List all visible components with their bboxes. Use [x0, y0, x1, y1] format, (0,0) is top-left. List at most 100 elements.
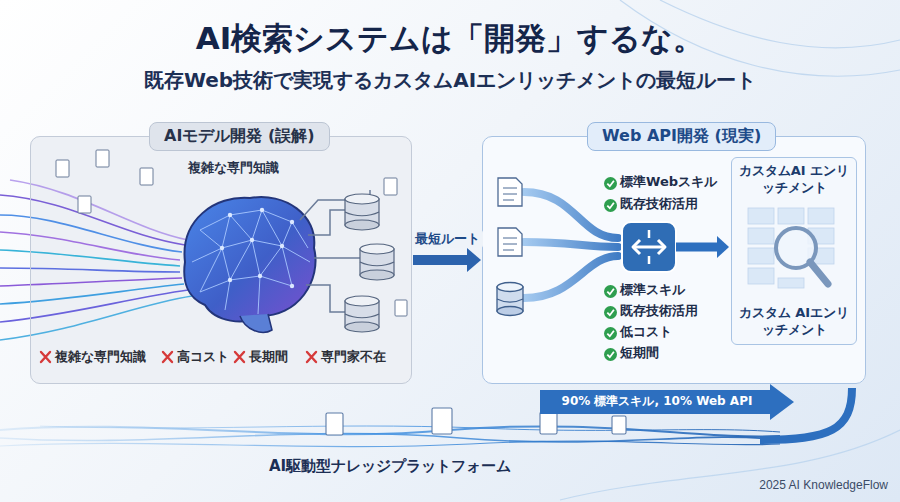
document-icons: [498, 178, 522, 256]
check-mark: [604, 285, 617, 298]
wire-bundle: [0, 232, 180, 260]
database-icons: [345, 314, 379, 318]
data-stream: [0, 426, 780, 436]
check-mark: [607, 289, 614, 294]
check-mark: [607, 352, 614, 357]
brain-illustration: [230, 215, 252, 280]
document-icons: [326, 413, 343, 435]
panel-heading: Web API開発 (現実): [587, 122, 776, 151]
document-icons: [96, 150, 109, 167]
check-mark: [604, 177, 617, 361]
panel-heading: AIモデル開発 (誤解): [149, 122, 330, 151]
database-icons: [345, 296, 379, 332]
check-mark: [604, 177, 617, 190]
wire-bundle: [0, 284, 184, 304]
cross-mark: [307, 352, 316, 362]
data-stream: [0, 441, 780, 446]
database-icons: [345, 296, 379, 306]
gateway-icon: [622, 222, 676, 272]
database-icons: [360, 262, 394, 266]
database-icons: [345, 194, 394, 332]
edge-label: 最短ルート: [412, 230, 483, 248]
document-icons: [56, 150, 153, 213]
panel-fill: [482, 136, 866, 384]
brain-illustration: [184, 197, 315, 332]
document-icons: [140, 168, 153, 185]
wire-bundle: [10, 180, 188, 240]
document-icons: [432, 408, 452, 434]
brain-illustration: [290, 284, 294, 288]
check-mark: [604, 348, 617, 361]
database-icon: [497, 307, 523, 316]
wire-bundle: [0, 290, 188, 322]
block-arrow: [540, 384, 794, 420]
brain-illustration: [260, 210, 282, 276]
flow-arrow: [717, 236, 729, 258]
document-icons: [384, 178, 397, 195]
brain-illustration: [200, 276, 292, 292]
document-icons: [498, 178, 522, 206]
brain-illustration: [250, 238, 254, 242]
gateway-icon: [633, 246, 665, 249]
brain-illustration: [200, 210, 308, 248]
database-icons: [360, 244, 394, 254]
check-mark: [604, 199, 617, 212]
document-icons: [540, 412, 557, 434]
document-icons: [78, 196, 91, 213]
document-icons: [384, 178, 407, 316]
brain-illustration: [282, 222, 292, 286]
brain-illustration: [220, 208, 294, 288]
check-mark: [604, 177, 617, 190]
brain-illustration: [192, 240, 310, 262]
check-mark: [604, 306, 617, 319]
check-mark: [604, 306, 617, 319]
card-heading: カスタムAI エンリッチメント: [736, 163, 852, 197]
check-mark: [604, 348, 617, 361]
data-stream: [0, 426, 780, 447]
drawback-item: 専門家不在: [321, 349, 386, 365]
brain-illustration: [228, 213, 232, 217]
flow-bands: [524, 256, 618, 298]
check-mark: [607, 181, 614, 186]
flow-bands: [524, 242, 618, 247]
arrow-label: 90% 標準スキル, 10% Web API: [544, 394, 770, 408]
check-mark: [604, 327, 617, 340]
check-mark: [604, 327, 617, 340]
brain-illustration: [290, 220, 294, 224]
watermark: 2025 AI KnowledgeFlow: [759, 478, 888, 492]
brain-illustration: [192, 210, 310, 314]
brain-illustration: [184, 197, 315, 321]
gateway-icon: [622, 222, 676, 272]
benefit-item: 既存技術活用: [620, 303, 698, 319]
arrow-head: [467, 248, 481, 272]
database-icons: [345, 220, 379, 230]
flow-bands: [524, 192, 618, 238]
connector-line: [413, 255, 469, 265]
brain-illustration: [240, 314, 272, 332]
benefit-item: 標準Webスキル: [620, 174, 717, 190]
data-stream: [40, 426, 780, 432]
benefit-item: 既存技術活用: [620, 196, 698, 212]
database-icon: [497, 283, 523, 316]
flow-bands: [524, 192, 618, 298]
cross-mark: [235, 352, 244, 362]
database-icon: [497, 283, 523, 292]
document-icons: [503, 188, 517, 200]
document-icons: [612, 416, 626, 434]
document-icons: [498, 178, 522, 206]
drawback-item: 高コスト: [177, 349, 229, 365]
wire-bundle: [0, 180, 192, 340]
cross-mark: [163, 352, 172, 362]
brain-illustration: [280, 244, 284, 248]
check-mark: [607, 203, 614, 208]
panel-box: Web API開発 (現実)カスタムAI エンリッチメントカスタム AIエンリッ…: [482, 136, 866, 384]
wire-bundle: [0, 250, 180, 266]
document-icons: [498, 228, 522, 256]
document-icons: [395, 300, 407, 316]
platform-label: AI駆動型ナレッジプラットフォーム: [210, 457, 570, 475]
benefit-item: 標準スキル: [620, 282, 685, 298]
wire-bundle: [0, 278, 182, 286]
check-mark: [607, 331, 614, 336]
gateway-icon: [648, 230, 651, 264]
document-icons: [503, 238, 517, 250]
